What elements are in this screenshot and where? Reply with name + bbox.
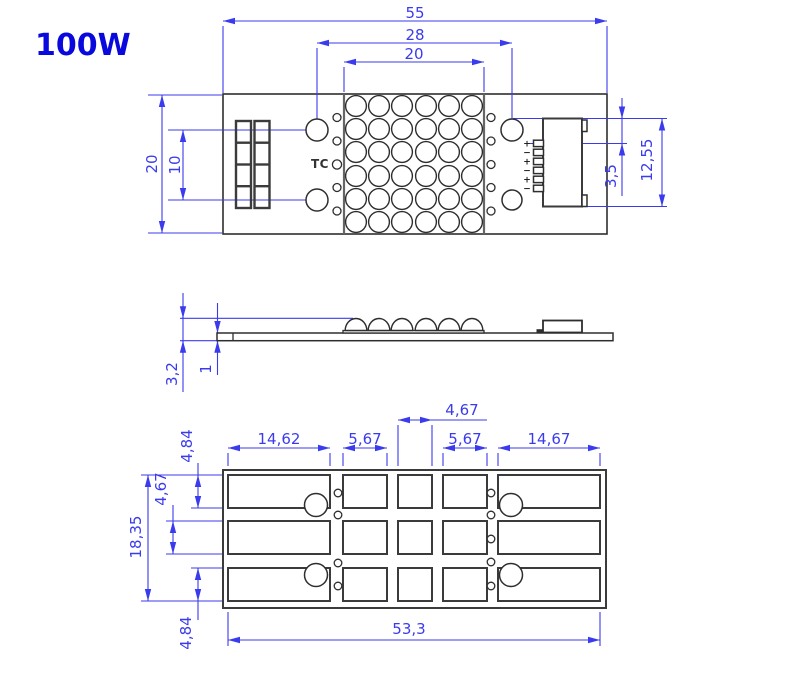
dim-label-4-67-row: 4,67: [152, 472, 170, 505]
mounting-hole: [303, 562, 329, 588]
svg-text:+: +: [523, 157, 531, 167]
dim-label-4-84-top: 4,84: [178, 429, 196, 462]
dim-label-3-5: 3,5: [602, 164, 620, 188]
via-hole: [332, 136, 342, 146]
solder-pad-block-left: [234, 119, 271, 210]
bottom-view-dimensions: 4,67 14,62 5,67 5,67 14,67 4,84 4,67 18,…: [127, 401, 601, 650]
via-hole: [486, 510, 496, 520]
mounting-hole: [501, 189, 523, 211]
dim-label-55: 55: [405, 4, 424, 22]
connector-body: [542, 117, 583, 208]
dim-label-14-62: 14,62: [258, 430, 301, 448]
bottom-view: 4,67 14,62 5,67 5,67 14,67 4,84 4,67 18,…: [127, 401, 607, 650]
mounting-hole: [500, 118, 524, 142]
via-hole: [331, 159, 343, 170]
dim-label-20: 20: [404, 45, 423, 63]
via-hole: [486, 488, 496, 498]
connector-pin-foot: [536, 329, 543, 333]
svg-text:−: −: [523, 184, 531, 194]
mounting-hole: [303, 492, 329, 518]
mounting-hole: [498, 492, 524, 518]
side-view: 3,2 1: [163, 293, 614, 392]
via-hole: [333, 488, 343, 498]
mounting-holes: [305, 118, 524, 212]
svg-text:+: +: [523, 175, 531, 185]
wattage-label: 100W: [35, 28, 131, 63]
via-hole: [486, 557, 496, 567]
top-view-dimensions: 55 28 20 20 10 3,5 12,55: [143, 4, 667, 234]
dim-label-18-35: 18,35: [127, 516, 145, 559]
via-hole: [486, 206, 496, 216]
dim-label-12-55: 12,55: [638, 139, 656, 182]
via-hole: [486, 159, 496, 170]
mounting-hole: [498, 562, 524, 588]
dim-label-1: 1: [197, 364, 215, 374]
via-hole: [333, 558, 343, 568]
top-view: 55 28 20 20 10 3,5 12,55 TC: [143, 4, 667, 235]
via-hole: [332, 112, 342, 123]
dim-label-10: 10: [166, 155, 184, 174]
svg-text:−: −: [523, 148, 531, 158]
led-array: [344, 94, 484, 234]
thermal-pads: [227, 474, 601, 602]
board-profile: [216, 332, 614, 342]
via-hole: [486, 136, 496, 146]
silkscreen-logo: TC: [311, 157, 329, 171]
via-hole: [486, 534, 496, 544]
pcb-outline: [222, 93, 608, 235]
via-hole: [486, 182, 496, 193]
via-hole: [333, 510, 343, 520]
bottom-mounting-holes: [303, 492, 524, 588]
dim-label-4-67-center: 4,67: [445, 401, 478, 419]
polarity-marks: + − + − + −: [523, 139, 531, 194]
via-hole: [333, 581, 343, 591]
connector-tab-top: [581, 119, 588, 133]
dim-label-28: 28: [405, 26, 424, 44]
dim-label-53-3: 53,3: [392, 620, 425, 638]
mounting-hole: [305, 118, 329, 142]
via-hole: [332, 182, 342, 193]
side-view-dimensions: 3,2 1: [163, 293, 353, 392]
dim-label-4-84-bottom: 4,84: [177, 616, 195, 649]
bottom-vias: [333, 488, 496, 591]
connector-profile: [542, 319, 583, 334]
via-hole: [332, 206, 342, 216]
dim-label-5-67-right: 5,67: [448, 430, 481, 448]
via-columns: [331, 112, 496, 216]
svg-text:+: +: [523, 139, 531, 149]
svg-text:−: −: [523, 166, 531, 176]
via-hole: [486, 581, 496, 591]
led-lens-profile: [344, 317, 484, 332]
via-hole: [486, 112, 496, 123]
connector-tab-bottom: [581, 194, 588, 208]
connector: + − + − + −: [523, 117, 588, 208]
connector-pins: [532, 139, 545, 193]
dim-label-3-2: 3,2: [163, 362, 181, 386]
dim-label-14-67: 14,67: [528, 430, 571, 448]
dim-label-height-20: 20: [143, 154, 161, 173]
dim-label-5-67-left: 5,67: [348, 430, 381, 448]
mounting-hole: [305, 188, 329, 212]
